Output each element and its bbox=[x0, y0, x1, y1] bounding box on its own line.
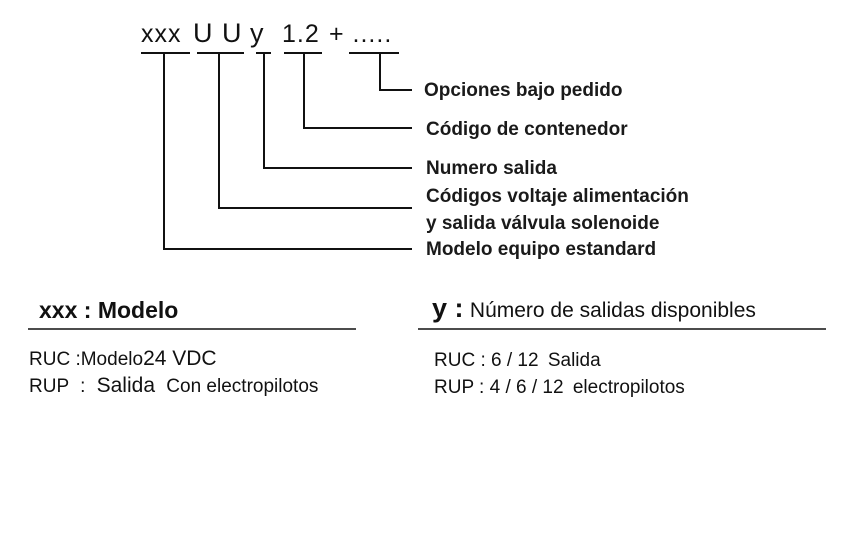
code-part-y: y bbox=[250, 18, 265, 48]
left-row-ruc-code: RUC bbox=[29, 349, 71, 370]
right-row-rup-values: 4 / 6 / 12 bbox=[489, 377, 564, 398]
connector-voltaje bbox=[218, 53, 412, 209]
left-row-ruc-label: Modelo bbox=[80, 349, 144, 370]
connector-contenedor bbox=[303, 53, 412, 129]
legend-contenedor: Código de contenedor bbox=[426, 119, 628, 140]
code-part-uu: U U bbox=[193, 18, 243, 48]
left-row-ruc: RUC :Modelo24 VDC bbox=[29, 347, 217, 371]
right-row-ruc-label: Salida bbox=[547, 350, 601, 371]
right-row-rup: RUP : 4 / 6 / 12 electropilotos bbox=[434, 377, 685, 399]
code-part-xxx: xxx bbox=[141, 20, 182, 48]
left-section-title: xxx : Modelo bbox=[39, 297, 178, 324]
right-row-rup-label: electropilotos bbox=[572, 377, 685, 398]
right-section-title: y : Número de salidas disponibles bbox=[432, 293, 756, 324]
left-section-val: Modelo bbox=[97, 297, 179, 323]
code-part-options: + ..... bbox=[329, 20, 393, 48]
right-row-ruc-values: 6 / 12 bbox=[491, 350, 539, 371]
right-row-ruc-code: RUC : bbox=[434, 350, 486, 371]
right-section-key: y : bbox=[432, 293, 464, 323]
legend-voltaje-line1: Códigos voltaje alimentación bbox=[426, 186, 689, 207]
left-row-rup-label: Salida bbox=[96, 374, 156, 397]
left-row-rup-value: Con electropilotos bbox=[166, 376, 319, 397]
right-row-rup-code: RUP : bbox=[434, 377, 485, 398]
right-row-ruc: RUC : 6 / 12 Salida bbox=[434, 350, 601, 372]
legend-opciones: Opciones bajo pedido bbox=[424, 80, 623, 101]
left-row-ruc-sep: : bbox=[75, 349, 81, 370]
left-section-key: xxx : bbox=[39, 297, 92, 323]
right-section-val: Número de salidas disponibles bbox=[469, 299, 756, 322]
left-row-rup-code: RUP bbox=[29, 376, 69, 397]
left-row-rup-sep: : bbox=[80, 376, 86, 397]
legend-voltaje-line2: y salida válvula solenoide bbox=[426, 213, 660, 234]
left-row-rup: RUP : Salida Con electropilotos bbox=[29, 374, 318, 398]
code-part-container: 1.2 bbox=[282, 20, 320, 48]
left-row-ruc-value: 24 VDC bbox=[143, 347, 217, 370]
connector-modelo bbox=[163, 53, 412, 250]
legend-modelo: Modelo equipo estandard bbox=[426, 239, 657, 260]
legend-salida: Numero salida bbox=[426, 158, 557, 179]
connector-opciones bbox=[379, 53, 412, 91]
connector-salida bbox=[263, 53, 412, 169]
